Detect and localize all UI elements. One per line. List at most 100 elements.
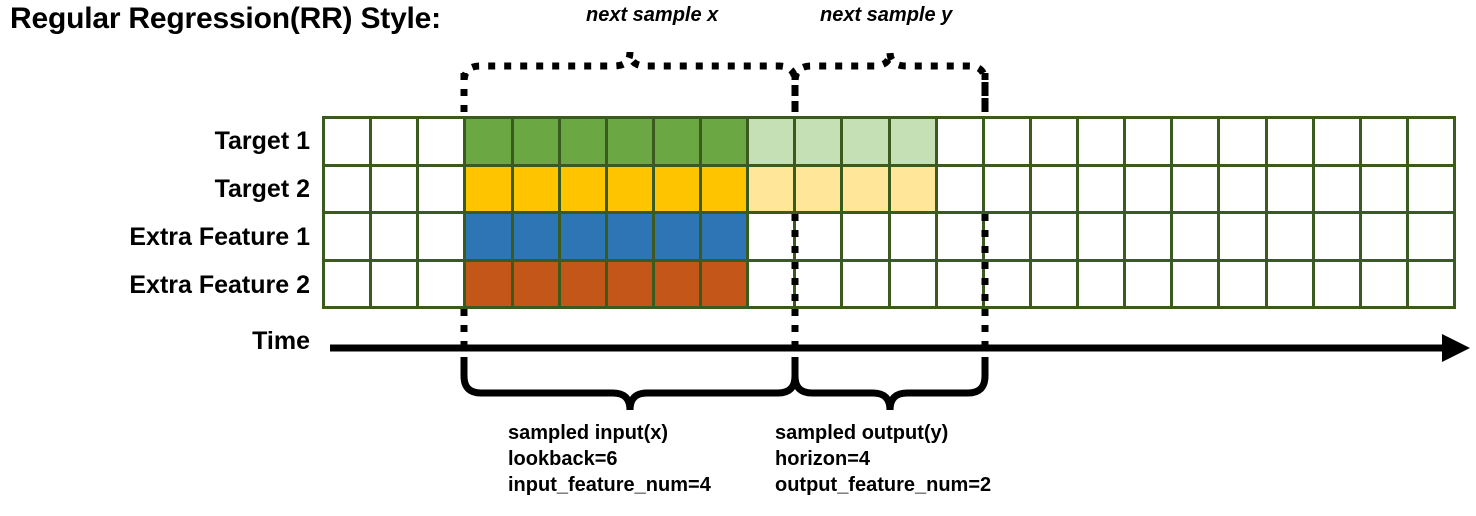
grid-cell-empty	[749, 261, 794, 306]
grid-cell-input	[466, 166, 511, 211]
grid-cell-empty	[1079, 166, 1124, 211]
grid-row	[325, 261, 1453, 306]
grid-cell-empty	[1079, 119, 1124, 164]
grid-cell-input	[466, 214, 511, 259]
caption-input-line1: sampled input(x)	[508, 422, 669, 444]
grid-cell-empty	[1031, 214, 1076, 259]
grid-cell-input	[466, 119, 511, 164]
grid-cell-empty	[1267, 119, 1312, 164]
grid-cell-output	[890, 119, 935, 164]
grid-cell-input	[654, 119, 699, 164]
grid-cell-empty	[1267, 214, 1312, 259]
grid-cell-input	[702, 214, 747, 259]
grid-cell-empty	[1220, 261, 1265, 306]
grid-cell-empty	[1408, 119, 1453, 164]
grid-cell-empty	[1220, 214, 1265, 259]
caption-output-line3: output_feature_num=2	[775, 474, 992, 496]
grid-cell-empty	[1031, 166, 1076, 211]
grid-cell-input	[654, 166, 699, 211]
grid-cell-empty	[325, 214, 370, 259]
grid-cell-empty	[1267, 166, 1312, 211]
grid-cell-input	[607, 214, 652, 259]
grid-cell-input	[560, 261, 605, 306]
grid-cell-output	[843, 166, 888, 211]
caption-output-line1: sampled output(y)	[775, 422, 949, 444]
grid-cell-empty	[1408, 166, 1453, 211]
grid-cell-empty	[419, 261, 464, 306]
grid-cell-input	[607, 119, 652, 164]
timeseries-grid	[322, 116, 1456, 309]
grid-cell-empty	[890, 261, 935, 306]
grid-cell-output	[843, 119, 888, 164]
row-label-target-1: Target 1	[214, 127, 310, 155]
grid-cell-empty	[1361, 261, 1406, 306]
grid-cell-empty	[1126, 166, 1171, 211]
grid-cell-empty	[937, 261, 982, 306]
grid-cell-empty	[984, 261, 1029, 306]
caption-input-line2: lookback=6	[508, 448, 618, 470]
grid-cell-empty	[1361, 166, 1406, 211]
grid-cell-empty	[1314, 119, 1359, 164]
grid-cell-output	[796, 166, 841, 211]
grid-cell-empty	[1173, 166, 1218, 211]
grid-cell-input	[513, 261, 558, 306]
grid-cell-empty	[419, 119, 464, 164]
grid-cell-empty	[325, 119, 370, 164]
grid-cell-empty	[372, 166, 417, 211]
caption-sampled-output: sampled output(y) horizon=4 output_featu…	[775, 420, 991, 498]
grid-cell-empty	[984, 119, 1029, 164]
grid-cell-input	[607, 261, 652, 306]
grid-cell-empty	[325, 261, 370, 306]
grid-cell-empty	[937, 214, 982, 259]
grid-cell-empty	[843, 214, 888, 259]
grid-cell-empty	[1079, 261, 1124, 306]
grid-cell-empty	[796, 261, 841, 306]
grid-row	[325, 214, 1453, 259]
grid-cell-empty	[1173, 214, 1218, 259]
annotation-next-sample-x: next sample x	[586, 4, 719, 26]
grid-cell-output	[749, 166, 794, 211]
time-axis-label: Time	[252, 327, 310, 355]
grid-cell-input	[654, 261, 699, 306]
grid-cell-input	[560, 119, 605, 164]
grid-cell-input	[702, 119, 747, 164]
grid-cell-empty	[1314, 166, 1359, 211]
caption-input-line3: input_feature_num=4	[508, 474, 711, 496]
grid-cell-input	[560, 214, 605, 259]
grid-cell-empty	[1408, 261, 1453, 306]
grid-cell-empty	[1314, 214, 1359, 259]
grid-cell-empty	[1361, 119, 1406, 164]
grid-cell-empty	[1031, 119, 1076, 164]
grid-cell-empty	[1220, 119, 1265, 164]
annotation-next-sample-y: next sample y	[820, 4, 953, 26]
grid-cell-output	[890, 166, 935, 211]
grid-cell-empty	[325, 166, 370, 211]
grid-cell-input	[702, 166, 747, 211]
grid-cell-empty	[984, 214, 1029, 259]
grid-cell-input	[607, 166, 652, 211]
grid-cell-input	[513, 214, 558, 259]
grid-cell-empty	[1126, 119, 1171, 164]
grid-cell-empty	[1031, 261, 1076, 306]
grid-cell-empty	[1408, 214, 1453, 259]
grid-cell-empty	[1220, 166, 1265, 211]
grid-cell-input	[466, 261, 511, 306]
grid-cell-empty	[843, 261, 888, 306]
grid-cell-output	[796, 119, 841, 164]
grid-cell-empty	[890, 214, 935, 259]
grid-cell-empty	[1314, 261, 1359, 306]
row-label-extra-feature-2: Extra Feature 2	[129, 271, 310, 299]
grid-cell-empty	[372, 214, 417, 259]
row-label-target-2: Target 2	[214, 175, 310, 203]
grid-cell-empty	[984, 166, 1029, 211]
grid-cell-input	[513, 166, 558, 211]
grid-cell-empty	[796, 214, 841, 259]
caption-output-line2: horizon=4	[775, 448, 871, 470]
grid-cell-input	[702, 261, 747, 306]
grid-cell-input	[654, 214, 699, 259]
grid-cell-empty	[1361, 214, 1406, 259]
grid-cell-empty	[937, 119, 982, 164]
row-label-extra-feature-1: Extra Feature 1	[129, 223, 310, 251]
grid-cell-empty	[419, 166, 464, 211]
grid-cell-empty	[372, 119, 417, 164]
